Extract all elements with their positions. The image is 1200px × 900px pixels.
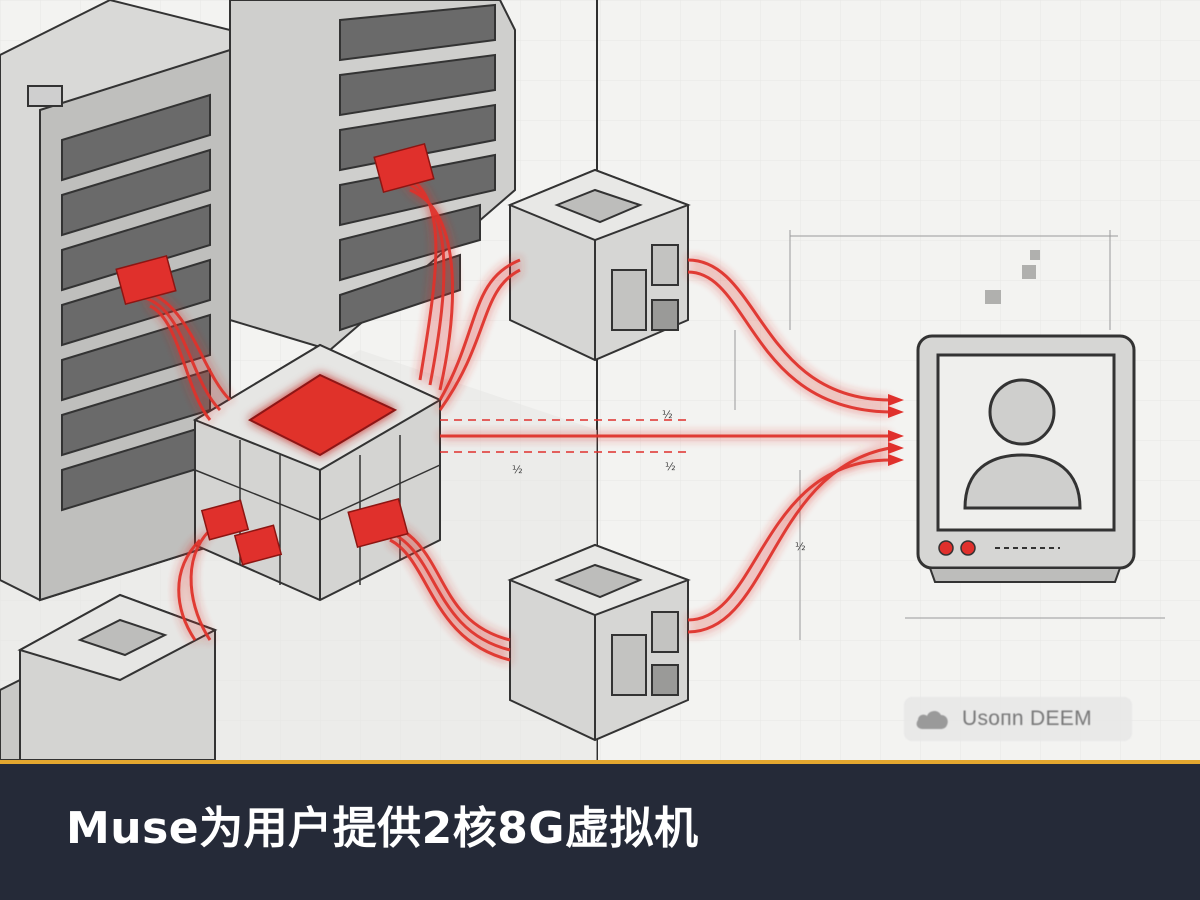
cloud-icon: [916, 710, 948, 729]
virtual-machine-illustration: ½ ½ ½ ½: [0, 0, 1200, 760]
node-box-bottom: [507, 543, 691, 742]
annotation-label: ½: [662, 408, 673, 421]
annotation-label: ½: [795, 540, 806, 553]
server-rack-middle: [229, 0, 516, 352]
watermark-text: Usопn DEEM: [962, 707, 1092, 730]
watermark-badge: Usопn DEEM: [904, 697, 1132, 741]
caption-bar: Muse为用户提供2核8G虚拟机: [0, 760, 1200, 900]
annotation-label: ½: [512, 463, 523, 476]
red-cables: [139, 168, 891, 662]
small-squares: [985, 250, 1040, 304]
server-rack-left: [0, 0, 231, 602]
node-box-top: [507, 168, 691, 362]
arrow-heads: [888, 394, 904, 466]
annotation-label: ½: [665, 460, 676, 473]
caption-title: Muse为用户提供2核8G虚拟机: [66, 803, 699, 854]
server-stack-bottom-left: [0, 593, 218, 760]
red-connectors: [115, 142, 435, 566]
monitor-user-icon: [916, 334, 1136, 583]
